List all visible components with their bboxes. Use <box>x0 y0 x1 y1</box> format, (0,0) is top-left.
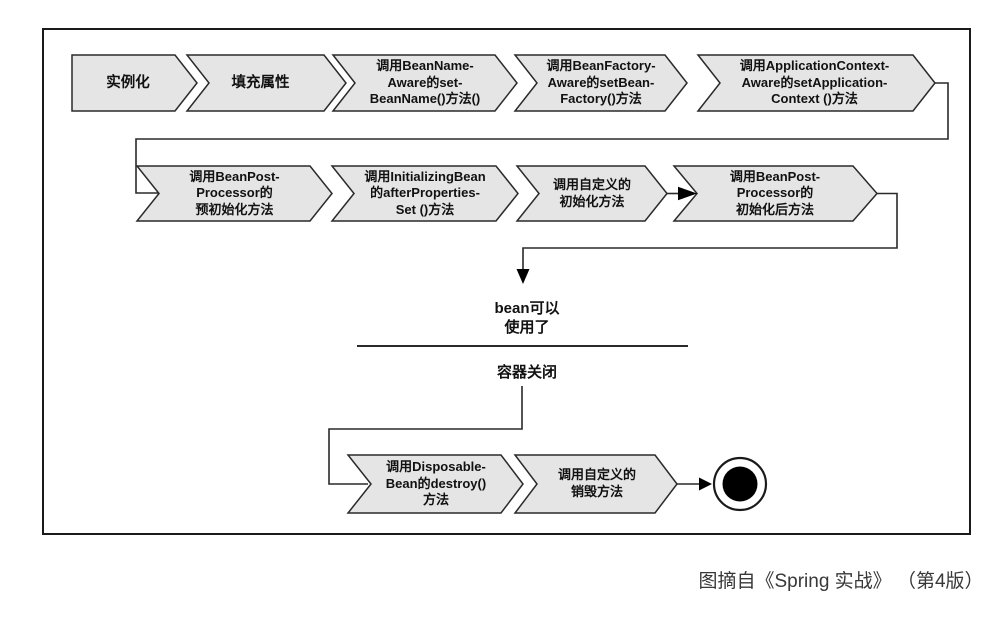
diagram-frame <box>42 28 971 535</box>
step-destroy-shape <box>346 454 524 514</box>
connector-container-close-to-destroy <box>328 386 523 485</box>
step-afterpropertiesset-shape <box>330 165 519 222</box>
step-post-init-shape <box>672 165 878 222</box>
step-custom-destroy-shape <box>513 454 678 514</box>
arrowhead-end-state <box>699 477 712 491</box>
step-beanname-aware-shape <box>331 54 518 112</box>
step-instantiate-shape <box>71 54 198 112</box>
step-custom-init-shape <box>515 165 668 222</box>
step-beanfactory-aware-shape <box>513 54 688 112</box>
step-applicationcontext-aware-shape <box>696 54 936 112</box>
connector-row1-to-row2 <box>135 82 949 194</box>
arrowhead-post-init <box>678 186 697 201</box>
arrowhead-down-bean-ready <box>516 269 530 284</box>
end-state-inner-circle <box>722 466 758 502</box>
caption: 图摘自《Spring 实战》 （第4版） <box>698 571 984 592</box>
step-pre-init-shape <box>135 165 333 222</box>
step-populate-shape <box>185 54 347 112</box>
connector-row2-to-bean-ready <box>522 192 898 271</box>
